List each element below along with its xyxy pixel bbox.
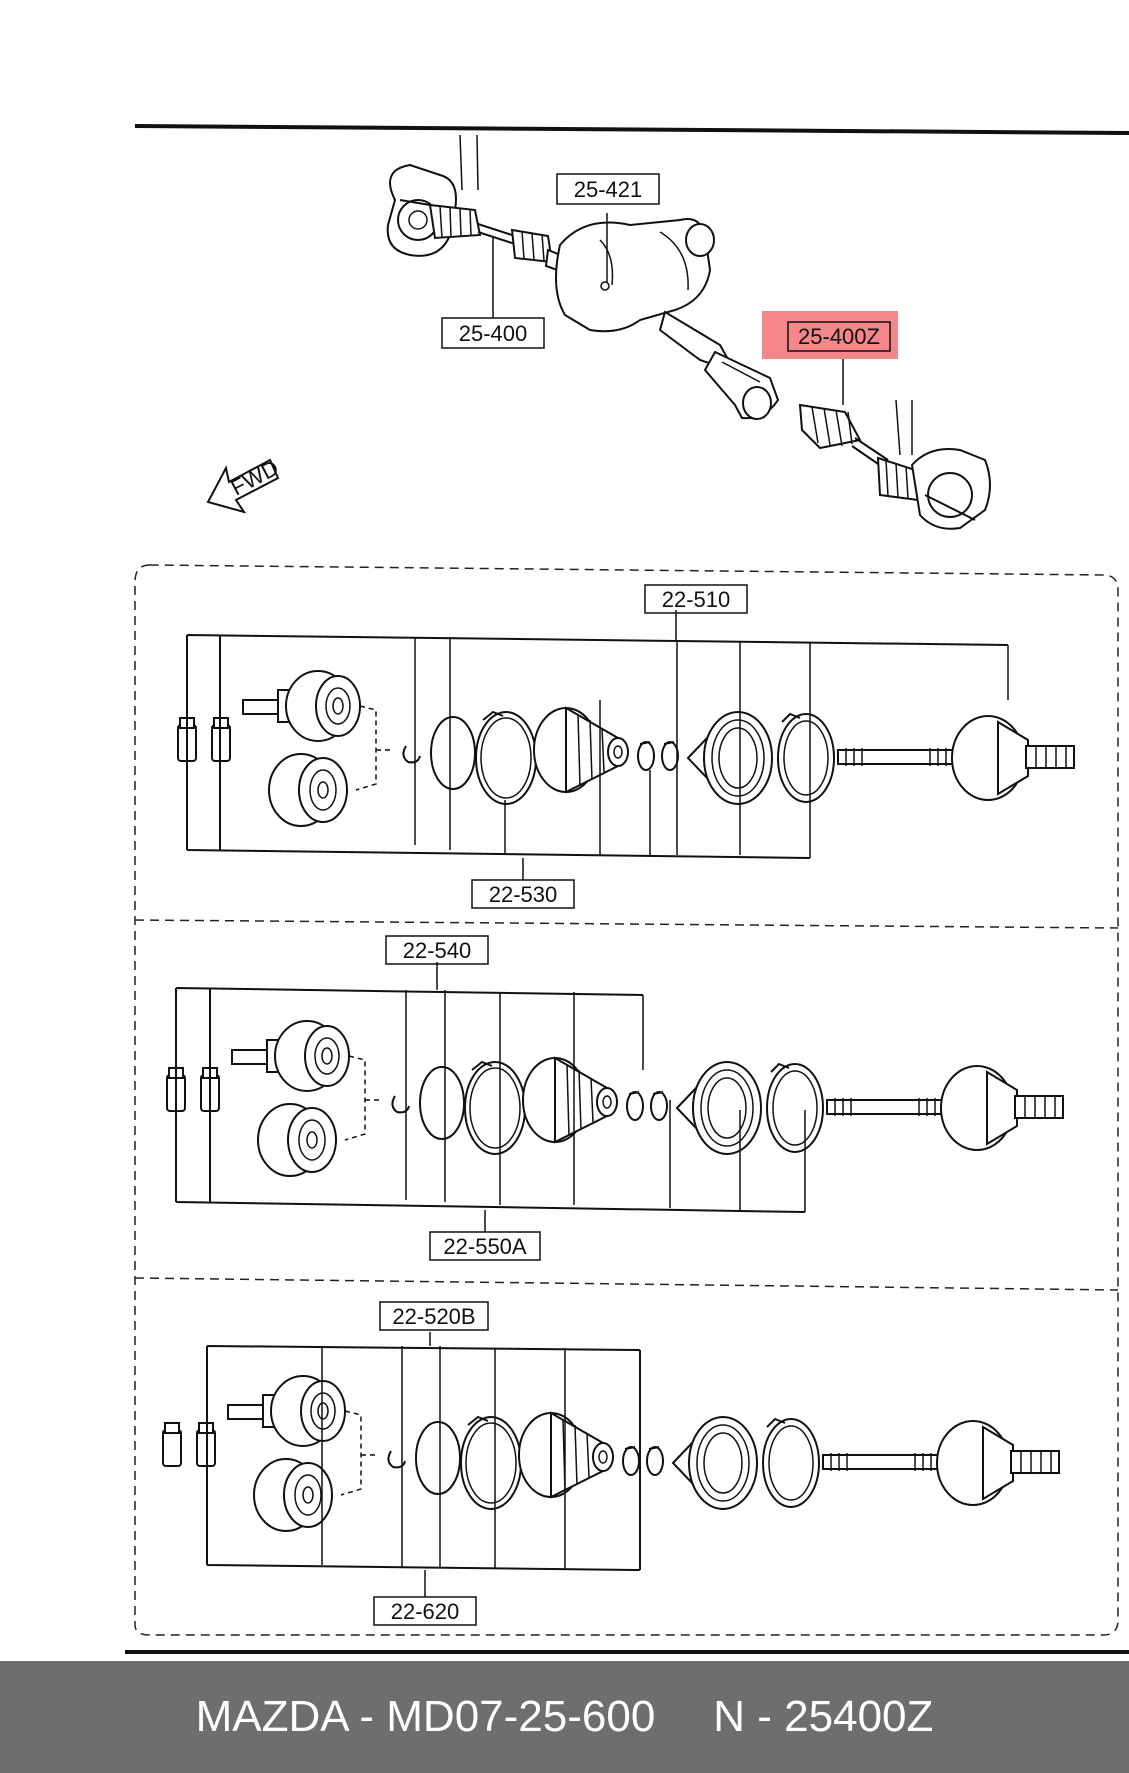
label-box-22-620 [373, 1596, 477, 1626]
kit-frame [134, 564, 1119, 1636]
label-box-25-400Z [787, 321, 891, 352]
label-box-22-520B [379, 1301, 489, 1331]
label-22-540: 22-540 [403, 938, 472, 963]
label-22-530: 22-530 [489, 882, 558, 907]
label-box-22-540 [385, 935, 489, 965]
label-box-22-550A [429, 1231, 541, 1261]
kit-group-1: 22-510 22-530 [177, 584, 1075, 909]
label-22-550A: 22-550A [443, 1234, 527, 1259]
part-number-footer: MAZDA - MD07-25-600 N - 25400Z [0, 1661, 1129, 1773]
label-box-22-510 [644, 584, 748, 614]
label-22-620: 22-620 [391, 1599, 460, 1624]
label-25-421: 25-421 [574, 177, 643, 202]
reference-part-number: N - 25400Z [713, 1692, 934, 1741]
kit-group-3: 22-520B 22-620 [162, 1301, 1060, 1626]
fwd-arrow-icon: FWD [206, 455, 283, 514]
label-25-400: 25-400 [459, 321, 528, 346]
top-rule [134, 124, 1129, 135]
label-box-25-421 [556, 173, 660, 205]
label-22-520B: 22-520B [392, 1304, 475, 1329]
label-25-400Z: 25-400Z [798, 324, 880, 349]
kit-group-2: 22-540 22-550A [166, 935, 1064, 1261]
label-22-510: 22-510 [662, 587, 731, 612]
label-box-25-400 [441, 317, 545, 349]
fwd-label: FWD [227, 455, 283, 501]
mazda-part-number: MAZDA - MD07-25-600 [195, 1692, 656, 1741]
label-box-22-530 [471, 879, 575, 909]
group-divider-2 [134, 1277, 1119, 1291]
axle-assembly-illustration [386, 134, 991, 530]
group-divider-1 [134, 919, 1119, 929]
parts-diagram: 25-421 25-400 25-400Z FWD [125, 124, 1129, 1654]
